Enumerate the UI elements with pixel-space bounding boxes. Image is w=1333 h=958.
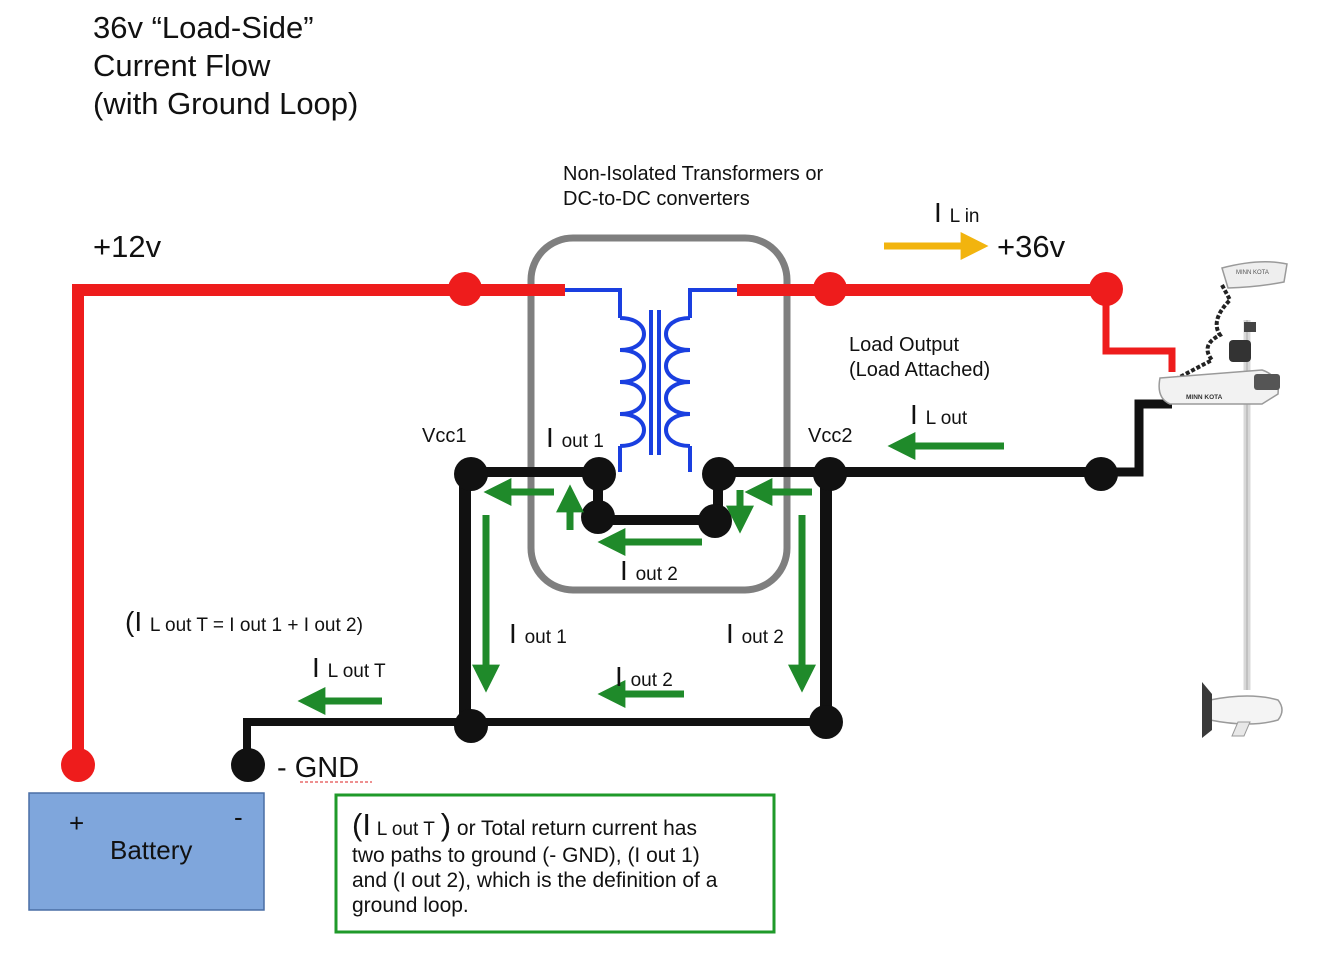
note-line-3: and (I out 2), which is the definition o… (352, 869, 718, 892)
load-label-line-1: Load Output (849, 334, 960, 356)
label-vcc2: Vcc2 (808, 425, 852, 447)
node-secondary-tap (702, 457, 736, 491)
primary-coil (619, 316, 646, 448)
wire-12v-rail (72, 284, 565, 765)
note-line-1: (I L out T ) or Total return current has (352, 807, 697, 842)
transformer-label-line-2: DC-to-DC converters (563, 188, 750, 210)
node-36v (813, 272, 847, 306)
label-vcc1: Vcc1 (422, 425, 466, 447)
current-label-out2-bridge: I out 2 (620, 555, 678, 586)
transformer-enclosure (527, 234, 791, 594)
node-load-negative (1084, 457, 1118, 491)
node-battery-positive (61, 748, 95, 782)
current-label-out2-bottom: I out 2 (615, 661, 673, 692)
positive-wiring (72, 284, 1176, 765)
battery: + - Battery (28, 792, 265, 911)
motor-steering-knob (1229, 340, 1251, 362)
motor-coiled-cord (1177, 284, 1233, 380)
node-load-positive (1089, 272, 1123, 306)
node-vcc2 (813, 457, 847, 491)
secondary-coil (664, 316, 691, 448)
label-36v: +36v (997, 229, 1066, 264)
node-12v (448, 272, 482, 306)
battery-body (28, 792, 265, 911)
current-equation: (I L out T = I out 1 + I out 2) (125, 606, 363, 637)
load-label-line-2: (Load Attached) (849, 359, 990, 381)
node-secondary-bridge (698, 504, 732, 538)
battery-label: Battery (110, 835, 192, 865)
current-label-out1-top: I out 1 (546, 422, 604, 453)
current-label-l-in: I L in (934, 197, 980, 228)
current-label-l-out: I L out (910, 399, 968, 430)
motor-tiller-head (1221, 261, 1288, 289)
current-label-out2-side: I out 2 (726, 618, 784, 649)
explanation-note: (I L out T ) or Total return current has… (334, 793, 776, 934)
title-line-3: (with Ground Loop) (93, 86, 358, 121)
primary-lead-top (565, 288, 622, 318)
motor-lower-unit (1209, 695, 1283, 725)
battery-minus-terminal: - (234, 802, 243, 832)
motor-mount-brand: MINN KOTA (1186, 394, 1223, 401)
note-line-4: ground loop. (352, 894, 469, 917)
current-arrows (297, 232, 1004, 715)
title-block: 36v “Load-Side” Current Flow (with Groun… (93, 10, 358, 121)
current-label-l-out-t: I L out T (312, 652, 386, 683)
junction-nodes (61, 272, 1123, 782)
wire-to-load (1102, 290, 1176, 372)
title-line-2: Current Flow (93, 48, 271, 83)
motor-propeller (1202, 682, 1212, 738)
wire-load-return (1101, 399, 1172, 477)
motor-head-brand: MINN KOTA (1236, 270, 1269, 276)
node-vcc1 (454, 457, 488, 491)
motor-mount-bracket (1158, 369, 1279, 405)
node-gnd-right (809, 705, 843, 739)
negative-wiring (243, 399, 1172, 765)
title-line-1: 36v “Load-Side” (93, 10, 314, 45)
node-primary-tap (582, 457, 616, 491)
note-border (334, 793, 776, 934)
note-line-2: two paths to ground (- GND), (I out 1) (352, 844, 700, 867)
trolling-motor-icon: MINN KOTA MINN KOTA (1158, 261, 1288, 738)
label-gnd: - GND (277, 752, 359, 784)
battery-plus-terminal: + (69, 808, 84, 838)
current-label-out1-side: I out 1 (509, 618, 567, 649)
transformer-windings (565, 288, 737, 472)
node-primary-bridge (581, 500, 615, 534)
secondary-lead-top (688, 288, 737, 318)
node-gnd-left (454, 709, 488, 743)
node-battery-negative (231, 748, 265, 782)
transformer-label-line-1: Non-Isolated Transformers or (563, 163, 823, 185)
label-12v: +12v (93, 229, 162, 264)
current-labels: I L in I L out I out 1 I out 2 I out 1 I… (125, 197, 980, 692)
